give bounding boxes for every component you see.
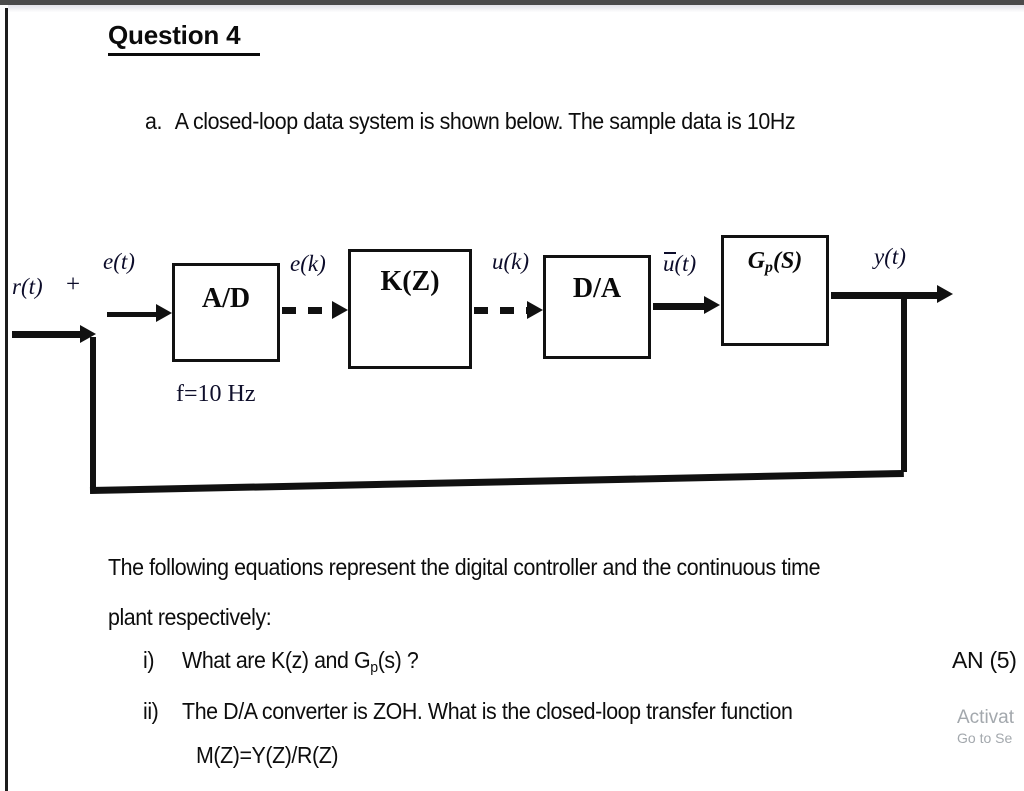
et-arrow-line bbox=[107, 312, 157, 317]
page-top-edge bbox=[0, 0, 1024, 5]
kz-block bbox=[348, 249, 472, 369]
signal-label-u-bar-t: u(t) bbox=[663, 251, 696, 277]
item-a: a. A closed-loop data system is shown bel… bbox=[145, 108, 796, 135]
ad-block-label: A/D bbox=[201, 283, 251, 314]
gp-label-arg: (S) bbox=[772, 248, 803, 274]
marks-annotation: AN (5) bbox=[952, 647, 1017, 673]
et-arrow-head bbox=[156, 304, 172, 322]
ek-arrow-head bbox=[332, 301, 348, 319]
output-arrow-head bbox=[937, 285, 953, 303]
output-arrow-line bbox=[831, 292, 941, 299]
u-bar-overline: u(t) bbox=[663, 251, 697, 276]
input-arrow-line bbox=[12, 331, 82, 338]
signal-label-ek: e(k) bbox=[290, 251, 326, 276]
signal-label-rt: r(t) bbox=[12, 274, 43, 299]
question-i-subscript: p bbox=[370, 658, 378, 676]
item-a-text: A closed-loop data system is shown below… bbox=[174, 108, 796, 134]
question-i-text-before: What are K(z) and G bbox=[182, 647, 371, 673]
signal-label-yt: y(t) bbox=[874, 244, 906, 269]
gp-label-subscript: p bbox=[765, 259, 773, 277]
ubar-arrow-line bbox=[653, 303, 706, 310]
gp-label-base: G bbox=[747, 248, 766, 274]
da-block bbox=[543, 255, 651, 359]
ubar-arrow-head bbox=[704, 296, 720, 314]
question-item-i: i) What are K(z) and Gp(s) ? bbox=[143, 647, 419, 676]
page-left-edge bbox=[5, 8, 8, 791]
signal-label-uk: u(k) bbox=[492, 249, 530, 274]
gp-block-label: Gp(S) bbox=[721, 248, 829, 277]
feedback-riser-line bbox=[90, 337, 96, 489]
page-content-area bbox=[10, 12, 1024, 791]
question-ii-continuation: M(Z)=Y(Z)/R(Z) bbox=[196, 742, 339, 768]
summing-plus-sign: + bbox=[66, 271, 81, 298]
paragraph-line-1: The following equations represent the di… bbox=[108, 554, 821, 580]
gp-block bbox=[721, 235, 829, 346]
sample-rate-caption: f=10 Hz bbox=[176, 381, 256, 407]
paragraph-line-2: plant respectively: bbox=[108, 604, 272, 630]
feedback-tap-line bbox=[901, 296, 907, 472]
page-top-shadow bbox=[8, 5, 1024, 12]
page-title-underline bbox=[108, 53, 260, 56]
feedback-bottom-line bbox=[89, 469, 904, 494]
uk-dashed-line bbox=[474, 307, 528, 314]
windows-activation-watermark: Activat Go to Se bbox=[957, 706, 1014, 747]
watermark-title: Activat bbox=[957, 707, 1015, 728]
question-ii-text: The D/A converter is ZOH. What is the cl… bbox=[182, 698, 793, 724]
signal-label-et: e(t) bbox=[103, 249, 135, 274]
page-title: Question 4 bbox=[108, 20, 241, 50]
uk-arrow-head bbox=[527, 301, 543, 319]
question-ii-marker: ii) bbox=[143, 698, 159, 724]
ad-block bbox=[172, 263, 280, 362]
kz-block-label: K(Z) bbox=[380, 266, 440, 297]
ek-dashed-line bbox=[282, 307, 334, 314]
da-block-label: D/A bbox=[572, 273, 622, 304]
question-i-marker: i) bbox=[143, 647, 155, 673]
item-a-marker: a. bbox=[145, 108, 163, 134]
question-item-ii: ii) The D/A converter is ZOH. What is the… bbox=[143, 698, 793, 725]
question-i-text-after: (s) ? bbox=[377, 647, 419, 673]
watermark-subtitle: Go to Se bbox=[957, 730, 1013, 746]
